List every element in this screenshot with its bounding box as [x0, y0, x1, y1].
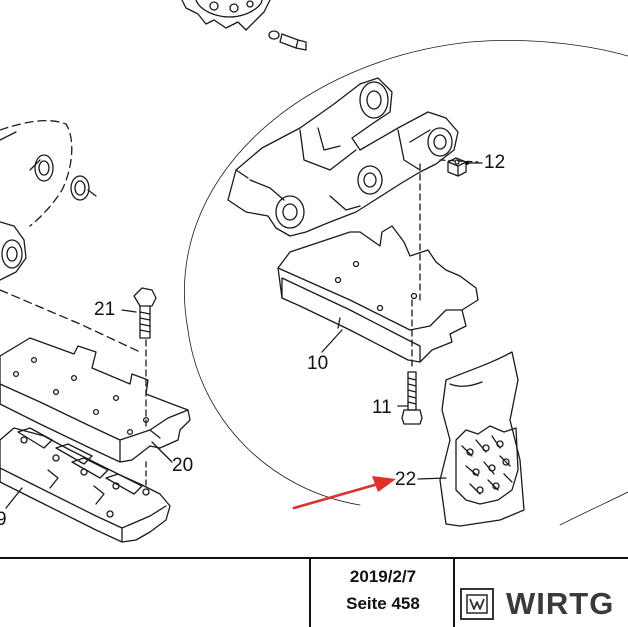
leader-20 [151, 441, 173, 463]
track-chain-links [227, 77, 459, 237]
callout-22: 22 [395, 469, 417, 490]
track-shoe-20 [0, 337, 191, 463]
title-block-footer: 2019/2/7 Seite 458 WIRTG [0, 557, 628, 627]
bolt-11 [401, 371, 423, 425]
callout-9: 9 [0, 509, 7, 530]
callout-10: 10 [307, 353, 329, 374]
footer-separator-right [453, 557, 455, 627]
red-pointer-arrow [292, 476, 396, 510]
bolt-21 [133, 287, 157, 339]
callout-20: 20 [172, 455, 194, 476]
document-date: 2019/2/7 [349, 567, 417, 586]
page-number: Seite 458 [346, 594, 420, 613]
callout-12: 12 [484, 152, 506, 173]
brand-mark-icon [460, 588, 494, 620]
leader-10 [321, 329, 343, 353]
sprocket-wheel [181, 0, 271, 31]
detail-circle [184, 40, 628, 331]
footer-separator-left [309, 557, 311, 627]
parts-bag-22 [439, 351, 525, 527]
exploded-parts-drawing [0, 0, 628, 543]
leader-9 [5, 487, 23, 509]
callout-21: 21 [94, 299, 116, 320]
nut-12 [447, 157, 467, 177]
callout-11: 11 [372, 397, 392, 418]
leader-22 [417, 477, 447, 480]
leader-21 [121, 309, 137, 313]
footer-divider [0, 557, 628, 559]
sprocket-bolt [268, 30, 307, 51]
brand-name: WIRTG [506, 586, 615, 621]
track-pad-9 [0, 427, 171, 543]
track-shoe-10 [277, 225, 479, 363]
brand-logo: WIRTG [460, 586, 615, 621]
left-chain-fragment [0, 120, 141, 353]
